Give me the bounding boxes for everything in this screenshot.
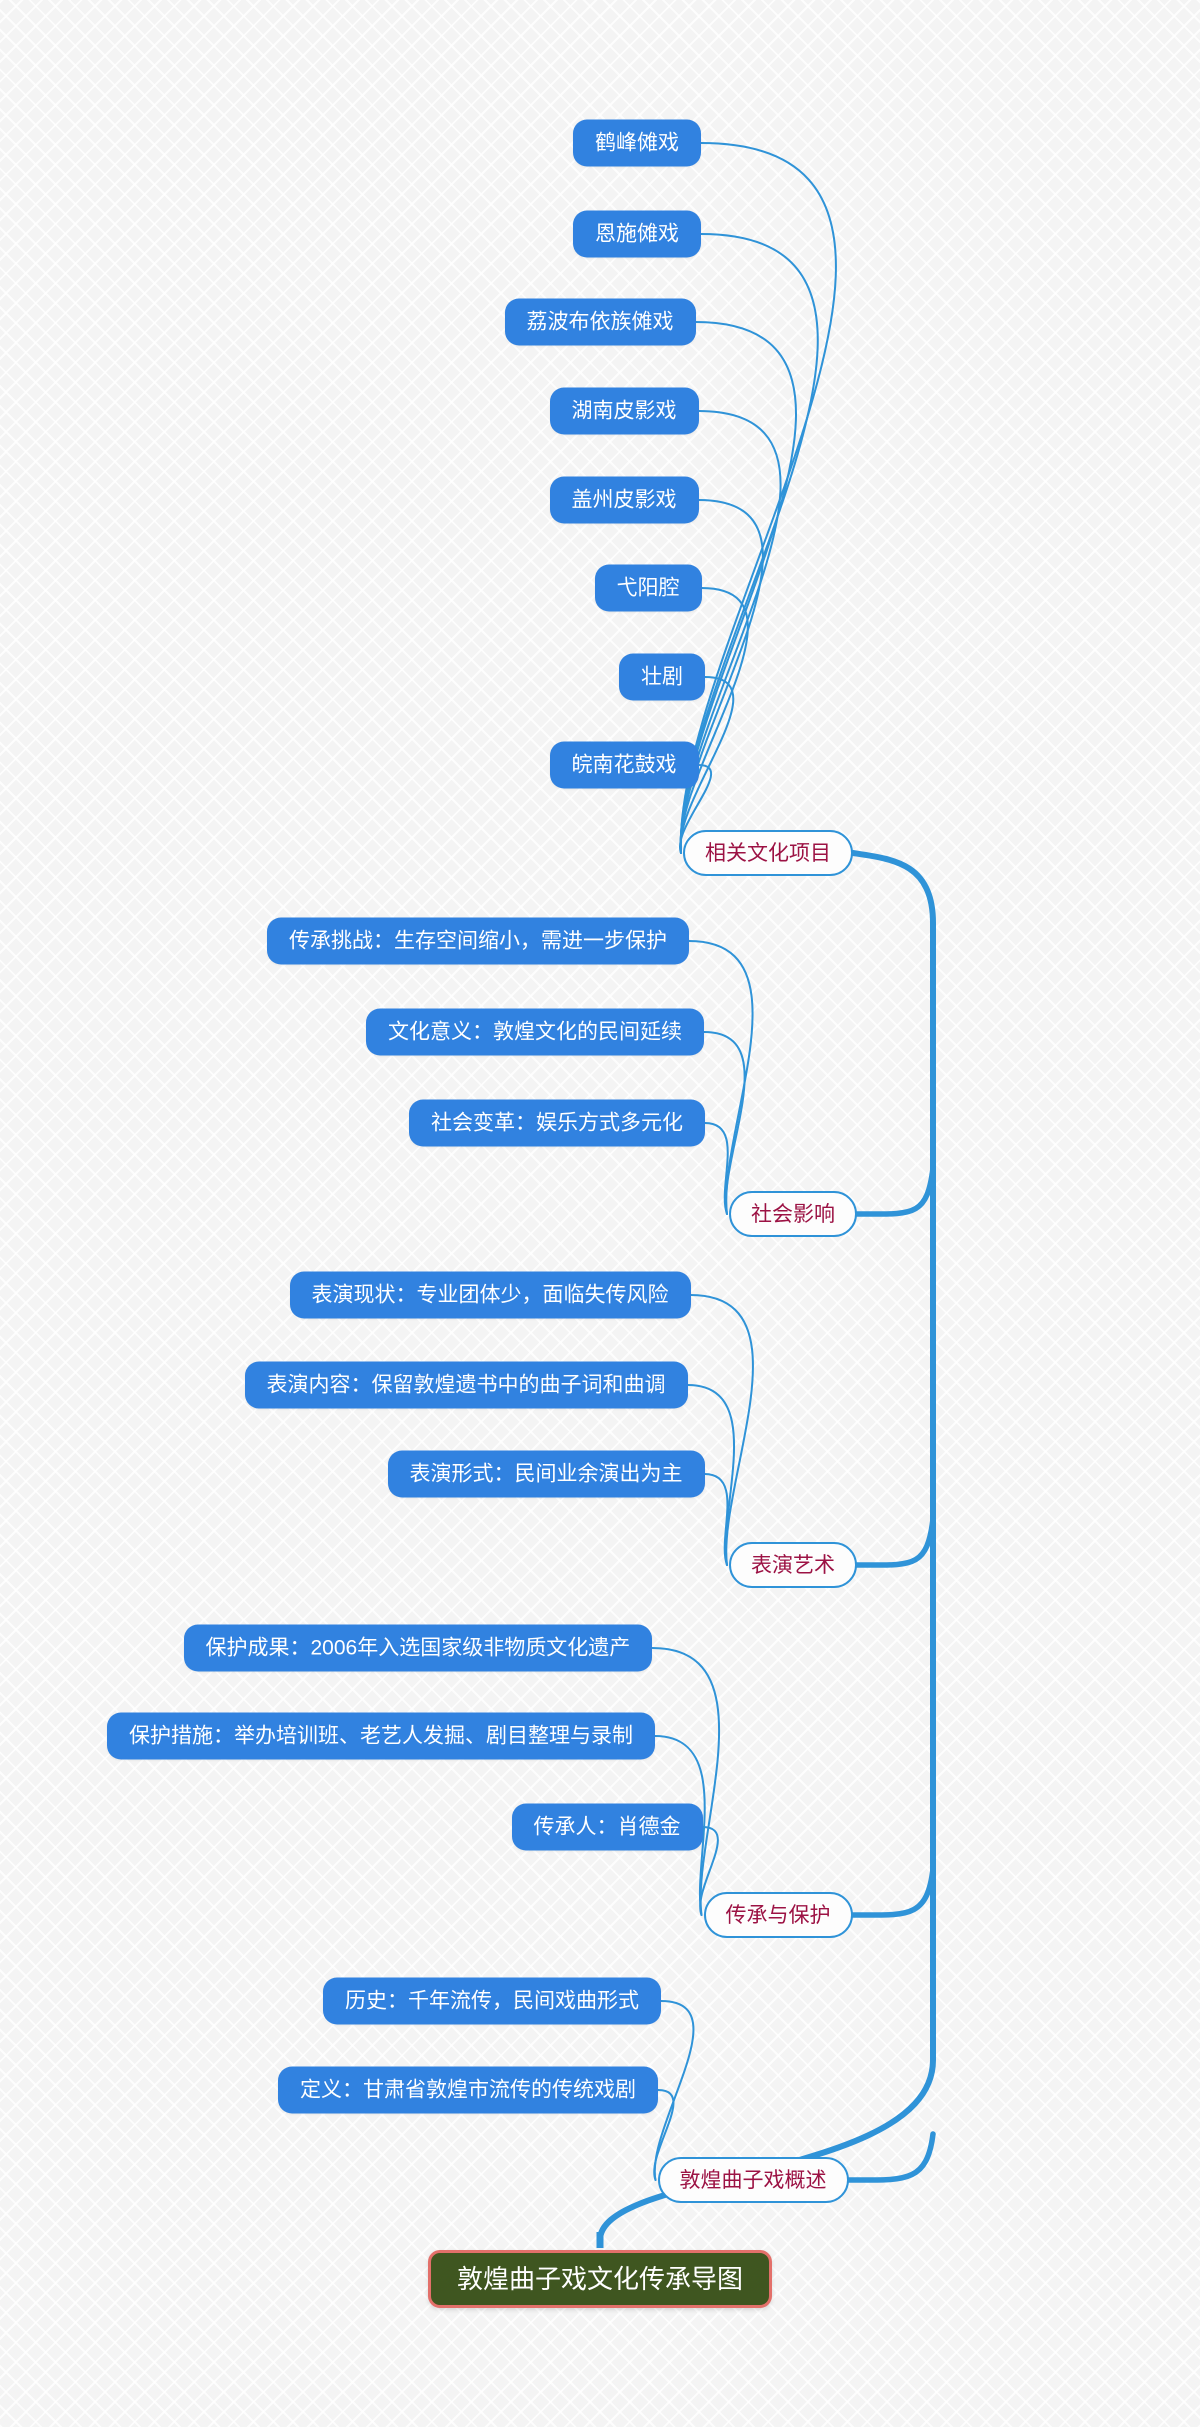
leaf-node[interactable]: 社会变革：娱乐方式多元化 [409,1099,705,1147]
leaf-node[interactable]: 壮剧 [619,653,705,701]
leaf-node[interactable]: 表演内容：保留敦煌遗书中的曲子词和曲调 [244,1361,688,1409]
leaf-node[interactable]: 湖南皮影戏 [549,387,699,435]
leaf-connector [653,2000,695,2181]
leaf-node[interactable]: 鹤峰傩戏 [573,119,701,167]
leaf-node[interactable]: 文化意义：敦煌文化的民间延续 [366,1008,704,1056]
leaf-connector [703,1473,729,1566]
root-node[interactable]: 敦煌曲子戏文化传承导图 [428,2250,773,2308]
leaf-node[interactable]: 表演现状：专业团体少，面临失传风险 [289,1271,691,1319]
leaf-node[interactable]: 保护成果：2006年入选国家级非物质文化遗产 [183,1624,653,1672]
leaf-node[interactable]: 保护措施：举办培训班、老艺人发掘、剧目整理与录制 [107,1712,655,1760]
branch-node-social-impact[interactable]: 社会影响 [729,1191,857,1237]
leaf-node[interactable]: 传承人：肖德金 [511,1803,703,1851]
branch-node-related-projects[interactable]: 相关文化项目 [683,830,853,876]
leaf-node[interactable]: 定义：甘肃省敦煌市流传的传统戏剧 [278,2066,658,2114]
leaf-connector [679,410,782,854]
leaf-connector [703,1031,746,1215]
branch-connector [854,1516,936,1568]
leaf-node[interactable]: 荔波布依族傩戏 [504,298,696,346]
leaf-connector [688,940,754,1215]
branch-connector [845,2131,936,2183]
leaf-node[interactable]: 弋阳腔 [594,564,702,612]
leaf-node[interactable]: 历史：千年流传，民间戏曲形式 [323,1977,661,2025]
leaf-connector [679,142,837,854]
leaf-connector [689,1294,754,1566]
branch-node-overview[interactable]: 敦煌曲子戏概述 [657,2157,849,2203]
leaf-node[interactable]: 盖州皮影戏 [549,476,699,524]
leaf-node[interactable]: 传承挑战：生存空间缩小，需进一步保护 [267,917,689,965]
leaf-node[interactable]: 皖南花鼓戏 [549,741,699,789]
leaf-node[interactable]: 表演形式：民间业余演出为主 [387,1450,705,1498]
branch-node-inheritance-protection[interactable]: 传承与保护 [703,1892,853,1938]
leaf-node[interactable]: 恩施傩戏 [573,210,701,258]
leaf-connector [651,1647,721,1916]
branch-connector [854,1165,936,1217]
leaf-connector [679,587,749,854]
branch-node-performing-art[interactable]: 表演艺术 [729,1542,857,1588]
leaf-connector [704,1122,729,1215]
branch-connector [849,1866,936,1918]
leaf-connector [679,233,819,854]
